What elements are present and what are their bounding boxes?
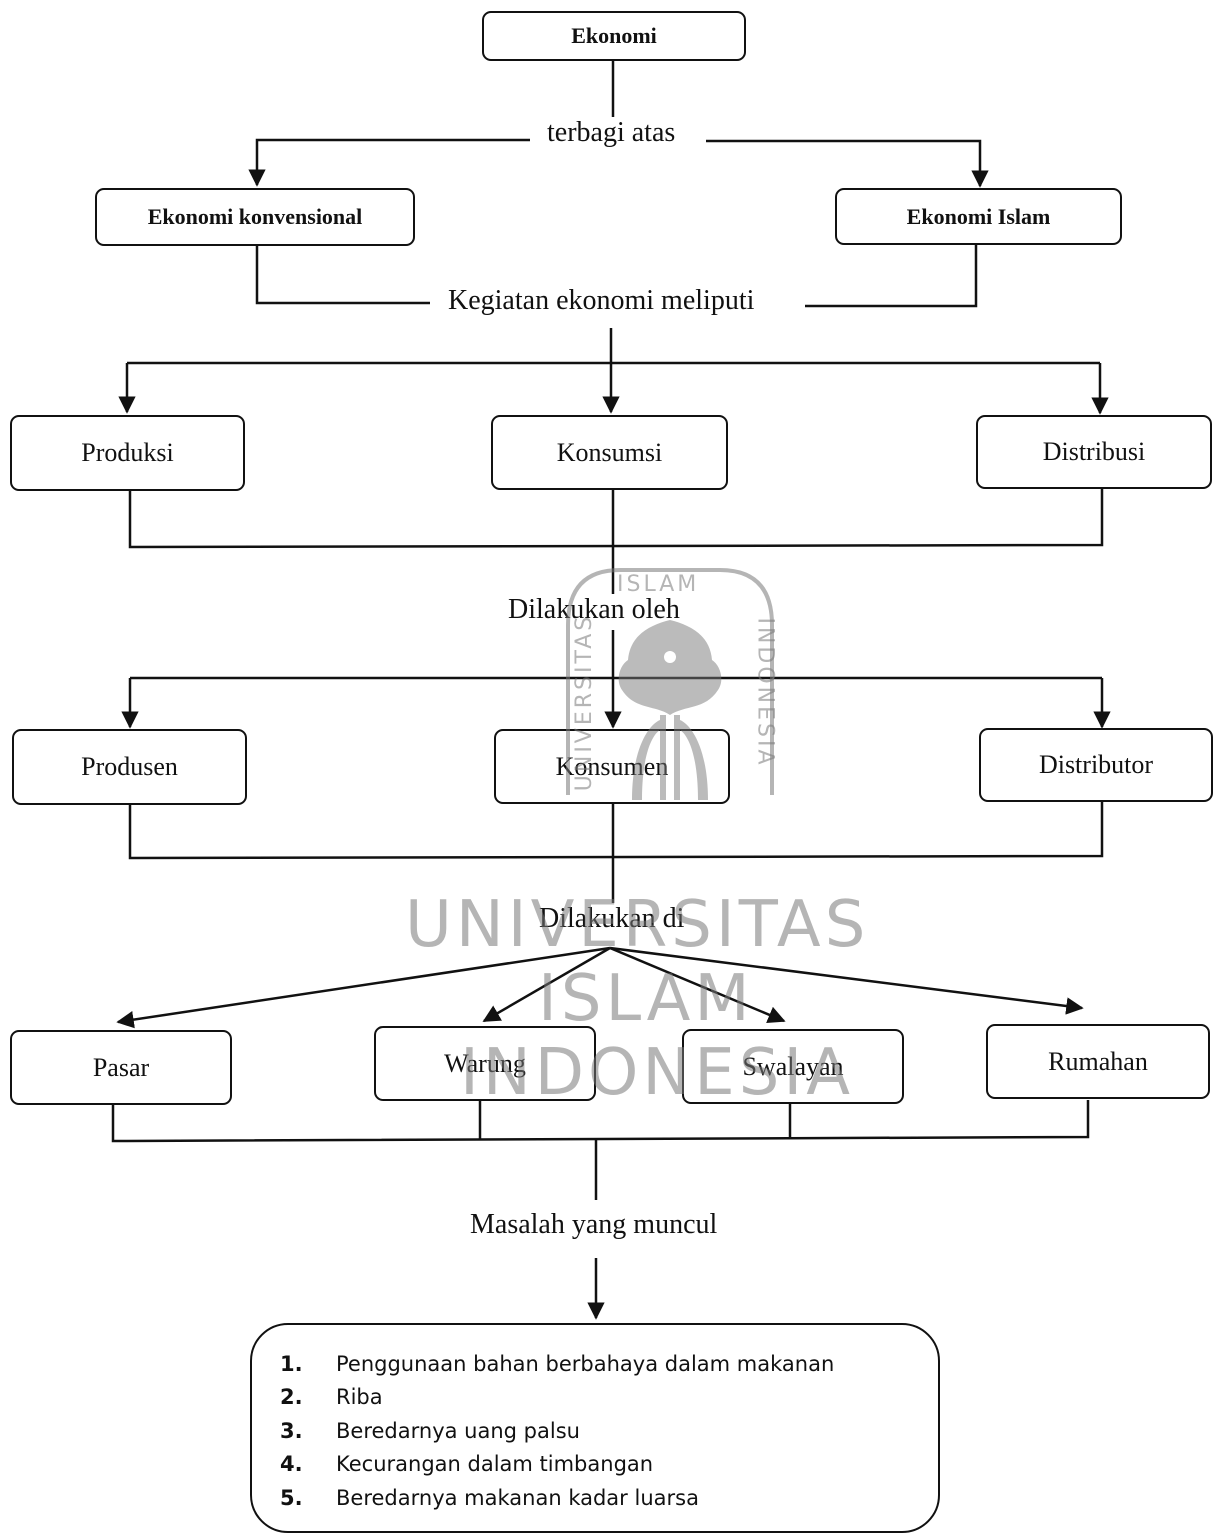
activity-label: Konsumsi: [556, 437, 663, 467]
activity-node-produksi: Produksi: [10, 415, 245, 491]
places-label: Dilakukan di: [527, 903, 697, 935]
type-label: Ekonomi Islam: [906, 203, 1051, 229]
place-node-swalayan: Swalayan: [682, 1029, 904, 1104]
problems-box: 1.Penggunaan bahan berbahaya dalam makan…: [250, 1323, 940, 1533]
activity-label: Distribusi: [1042, 437, 1146, 466]
seal-right-text: INDONESIA: [752, 617, 778, 768]
actor-label: Distributor: [1038, 750, 1154, 779]
place-node-rumahan: Rumahan: [986, 1024, 1210, 1099]
university-seal-watermark: [566, 568, 774, 800]
place-label: Rumahan: [1048, 1046, 1148, 1076]
problem-item: 1.Penggunaan bahan berbahaya dalam makan…: [280, 1351, 835, 1376]
activity-node-distribusi: Distribusi: [976, 415, 1212, 489]
problems-list: 1.Penggunaan bahan berbahaya dalam makan…: [252, 1325, 938, 1515]
activity-node-konsumsi: Konsumsi: [491, 415, 728, 490]
actor-node-distributor: Distributor: [979, 728, 1213, 802]
actor-label: Produsen: [81, 752, 178, 781]
split-label: terbagi atas: [535, 117, 688, 149]
place-label: Pasar: [92, 1052, 150, 1082]
problem-item: 3.Beredarnya uang palsu: [280, 1418, 580, 1443]
root-node: Ekonomi: [482, 11, 746, 61]
seal-left-text: UNIVERSITAS: [572, 613, 598, 792]
problem-item: 5.Beredarnya makanan kadar luarsa: [280, 1485, 699, 1510]
activity-label: Produksi: [81, 438, 174, 467]
type-node-conventional: Ekonomi konvensional: [95, 188, 415, 246]
problem-item: 2.Riba: [280, 1385, 383, 1410]
activities-label: Kegiatan ekonomi meliputi: [436, 285, 767, 317]
root-label: Ekonomi: [571, 23, 657, 48]
seal-top-text: ISLAM: [617, 572, 700, 597]
place-label: Warung: [444, 1048, 526, 1078]
type-label: Ekonomi konvensional: [147, 204, 363, 229]
actor-node-konsumen: Konsumen: [494, 729, 730, 804]
actor-label: Konsumen: [555, 751, 669, 781]
problem-item: 4.Kecurangan dalam timbangan: [280, 1452, 654, 1477]
problems-label: Masalah yang muncul: [458, 1209, 730, 1241]
place-label: Swalayan: [742, 1051, 844, 1081]
place-node-warung: Warung: [374, 1026, 596, 1101]
place-node-pasar: Pasar: [10, 1030, 232, 1105]
actors-label: Dilakukan oleh: [496, 594, 692, 626]
actor-node-produsen: Produsen: [12, 729, 247, 805]
type-node-islam: Ekonomi Islam: [835, 188, 1122, 245]
